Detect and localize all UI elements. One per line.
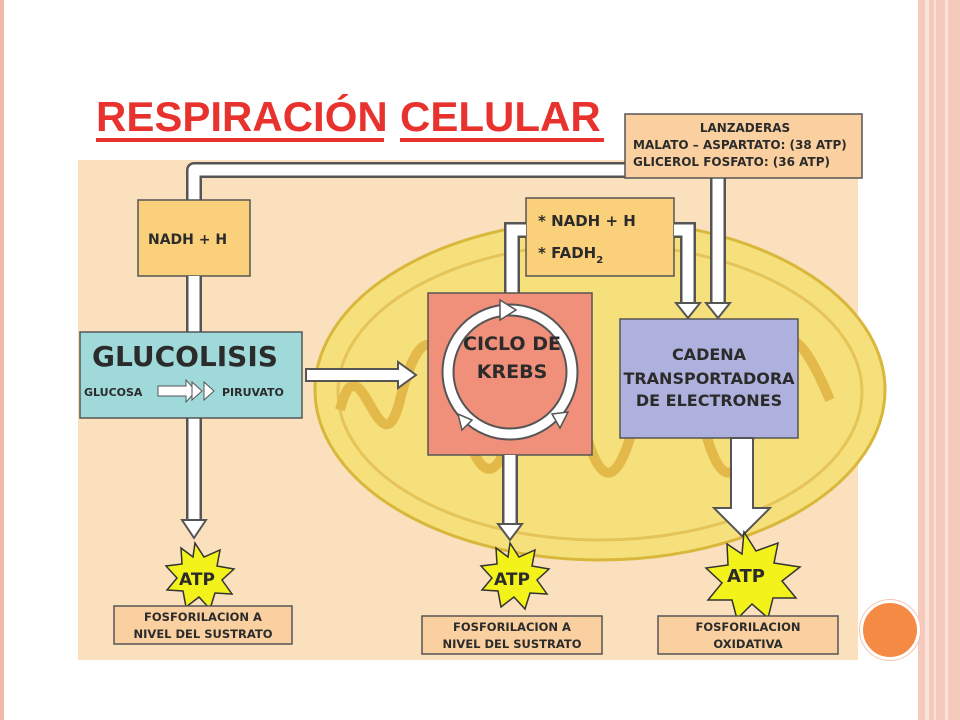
krebs-products-box: * NADH + H * FADH2 <box>525 197 675 277</box>
top-connector-pipe <box>186 162 733 320</box>
lanzaderas-malato: MALATO – ASPARTATO: (38 ATP) <box>633 138 847 152</box>
nadh-label: NADH + H <box>148 232 227 248</box>
lanzaderas-box: LANZADERAS MALATO – ASPARTATO: (38 ATP) … <box>624 113 863 179</box>
glucolisis-to-krebs-arrow <box>305 360 418 390</box>
triple-arrow-icon <box>157 378 215 404</box>
output-box-right: FOSFORILACION OXIDATIVA <box>657 615 839 655</box>
decorative-orange-circle <box>860 600 920 660</box>
lanzaderas-glicerol: GLICEROL FOSFATO: (36 ATP) <box>633 155 830 169</box>
krebs-product-fadh: * FADH2 <box>538 244 603 266</box>
krebs-down-arrow <box>496 455 524 542</box>
glucolisis-from: GLUCOSA <box>84 386 143 399</box>
nadh-box: NADH + H <box>137 199 251 277</box>
output-box-left: FOSFORILACION A NIVEL DEL SUSTRATO <box>113 605 293 645</box>
atp-label-left: ATP <box>179 570 215 590</box>
krebs-products-pipe <box>504 222 703 320</box>
krebs-title-line2: KREBS <box>477 361 548 383</box>
krebs-product-nadh: * NADH + H <box>538 212 636 230</box>
cadena-line3: DE ELECTRONES <box>636 391 782 410</box>
glucolisis-to: PIRUVATO <box>222 386 284 399</box>
cycle-arrow-icon <box>499 298 518 322</box>
cadena-box: CADENA TRANSPORTADORA DE ELECTRONES <box>619 318 799 439</box>
atp-label-middle: ATP <box>494 570 530 590</box>
glucolisis-title: GLUCOLISIS <box>92 340 278 373</box>
cycle-arrow-icon <box>456 412 474 432</box>
atp-label-right: ATP <box>727 566 765 587</box>
cadena-line1: CADENA <box>672 345 747 364</box>
slide-left-border <box>0 0 4 720</box>
output-box-middle: FOSFORILACION A NIVEL DEL SUSTRATO <box>421 615 603 655</box>
title-word-respiracion: RESPIRACIÓN <box>96 92 388 140</box>
cadena-line2: TRANSPORTADORA <box>623 369 795 388</box>
glucolisis-box: GLUCOLISIS GLUCOSA PIRUVATO <box>79 331 303 419</box>
slide-right-border <box>918 0 960 720</box>
title-word-celular: CELULAR <box>400 93 601 140</box>
left-down-arrow <box>180 276 208 540</box>
krebs-cycle-box: CICLO DE KREBS <box>427 292 593 456</box>
krebs-title-line1: CICLO DE <box>463 333 561 355</box>
lanzaderas-heading: LANZADERAS <box>700 121 790 135</box>
atp-starburst-right: ATP <box>704 529 802 621</box>
cycle-arrow-icon <box>550 411 570 430</box>
output-right-line1: FOSFORILACION <box>695 620 800 634</box>
page-title: RESPIRACIÓN CELULAR <box>96 92 604 142</box>
output-left-line2: NIVEL DEL SUSTRATO <box>134 627 273 641</box>
output-left-line1: FOSFORILACION A <box>144 610 262 624</box>
atp-starburst-middle: ATP <box>479 540 551 611</box>
output-middle-line1: FOSFORILACION A <box>453 620 571 634</box>
output-middle-line2: NIVEL DEL SUSTRATO <box>443 637 582 651</box>
output-right-line2: OXIDATIVA <box>713 637 782 651</box>
atp-starburst-left: ATP <box>164 540 236 611</box>
cadena-down-arrow <box>711 437 773 538</box>
